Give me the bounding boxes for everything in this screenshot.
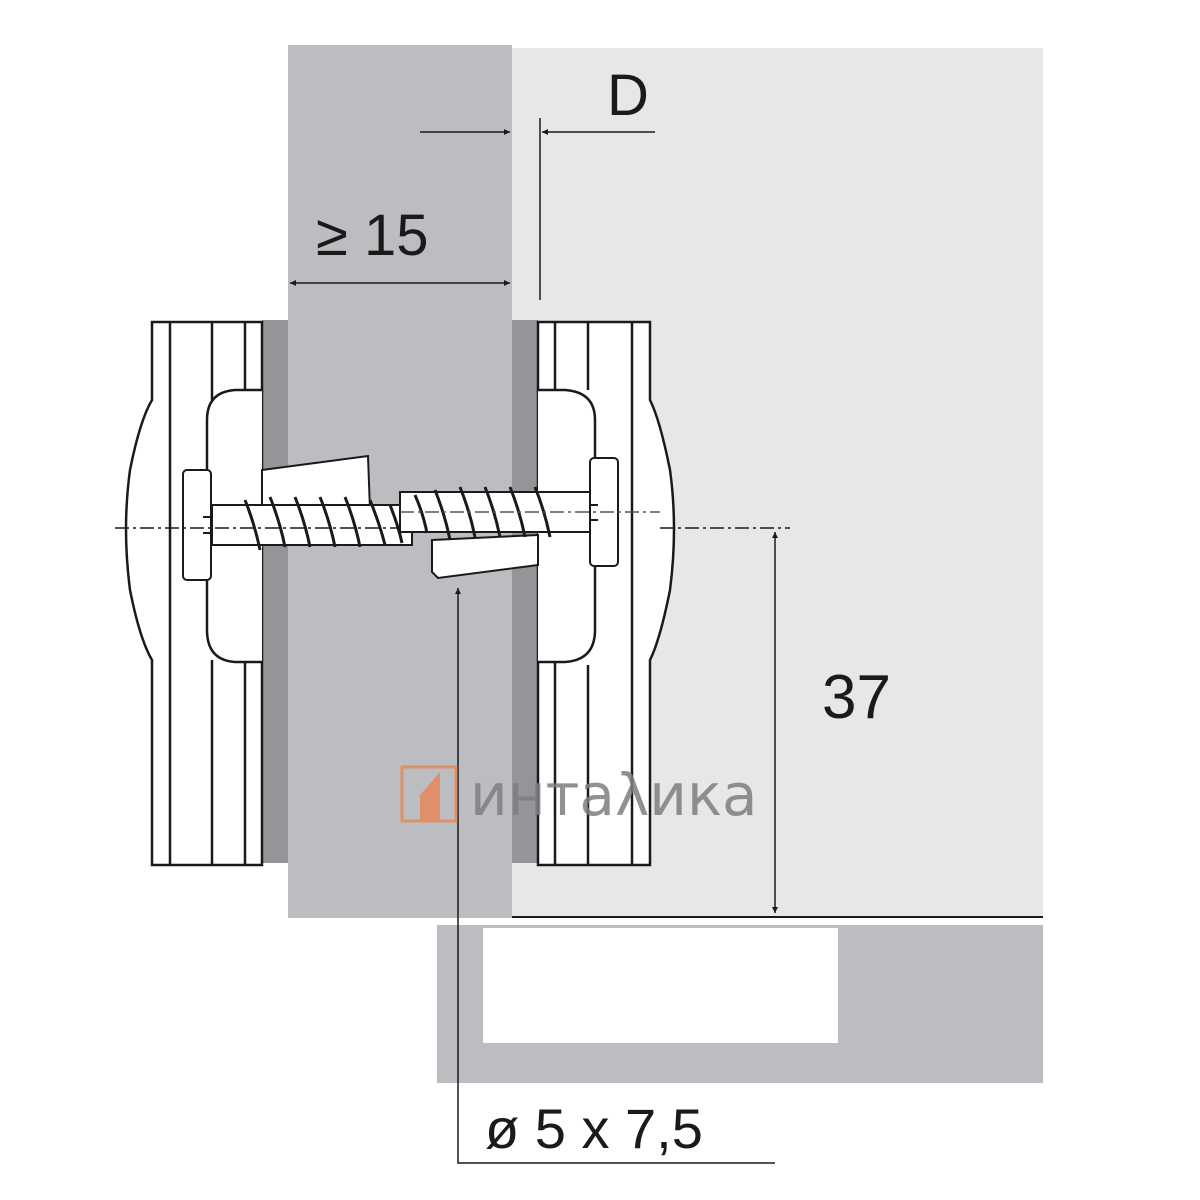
left-spring [243, 496, 404, 551]
min-thickness-label: ≥ 15 [316, 203, 428, 268]
depth-label: D [607, 63, 649, 128]
left-recess-strip [262, 320, 288, 863]
bottom-block-opening [483, 928, 838, 1043]
height-label: 37 [822, 663, 891, 732]
left-mounting-plate [124, 320, 264, 867]
left-screw [182, 469, 413, 581]
right-mounting-plate [536, 320, 676, 867]
right-recess-strip [512, 320, 538, 863]
watermark-text: интаλика [470, 761, 758, 829]
drill-hole-leader [455, 588, 775, 1164]
depth-dimension [420, 118, 655, 300]
right-expansion-wedge [431, 533, 539, 580]
drill-hole-label: ø 5 x 7,5 [485, 1097, 703, 1160]
watermark-logo: интаλика [400, 761, 758, 829]
